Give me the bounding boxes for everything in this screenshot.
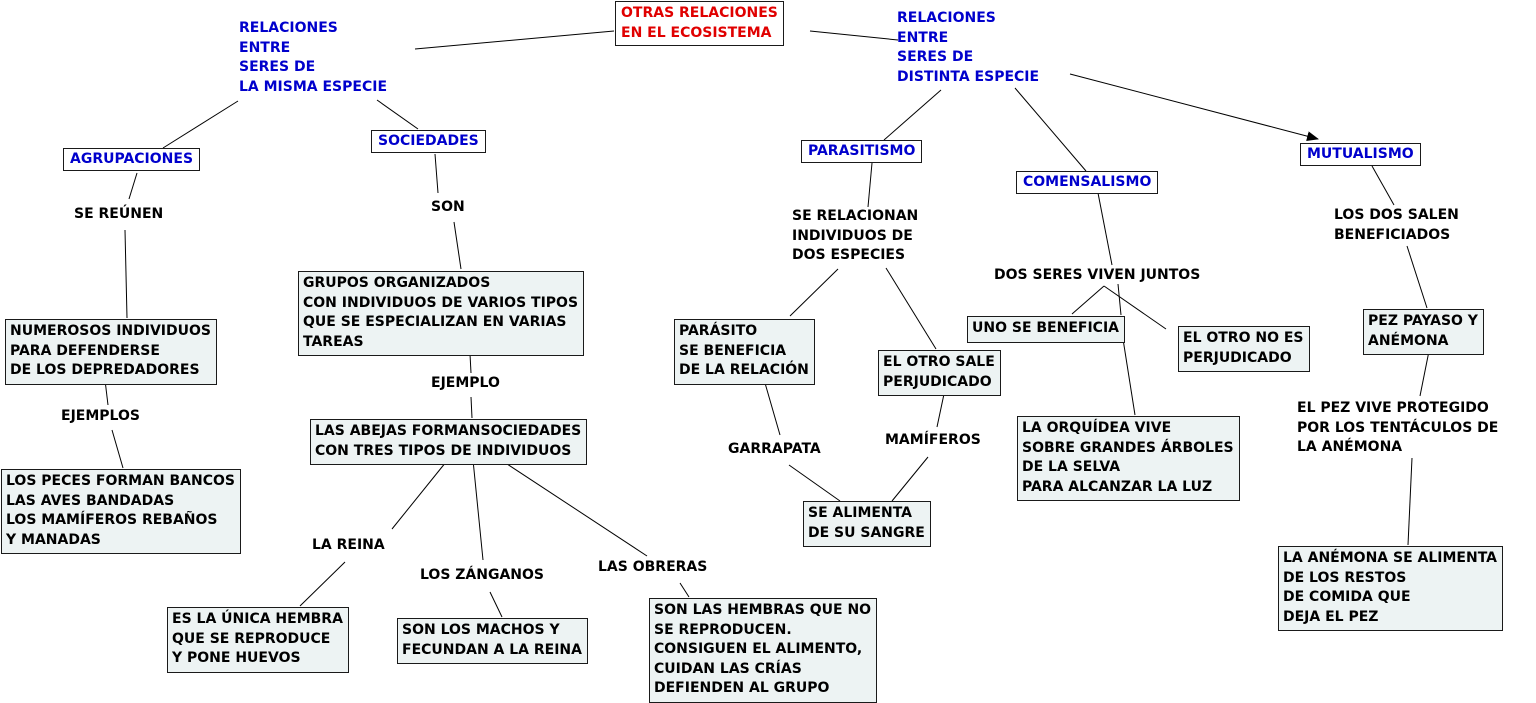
mutualismo-link-label: LOS DOS SALEN BENEFICIADOS — [1334, 207, 1459, 243]
root-concept: OTRAS RELACIONES EN EL ECOSISTEMA — [615, 1, 784, 46]
pez-payaso-node: PEZ PAYASO Y ANÉMONA — [1363, 309, 1484, 355]
different-species-label: RELACIONES ENTRE SERES DE DISTINTA ESPEC… — [897, 10, 1040, 85]
reina-link-label: LA REINA — [312, 537, 385, 553]
same-species-label: RELACIONES ENTRE SERES DE LA MISMA ESPEC… — [239, 20, 388, 95]
obreras-link-label: LAS OBRERAS — [598, 559, 708, 575]
sociedades-link-label: SON — [431, 199, 465, 215]
garrapata-link-label: GARRAPATA — [728, 441, 821, 457]
zanganos-link-label: LOS ZÁNGANOS — [420, 567, 545, 583]
reina-node: ES LA ÚNICA HEMBRA QUE SE REPRODUCE Y PO… — [167, 607, 349, 673]
parasitismo-link-label: SE RELACIONAN INDIVIDUOS DE DOS ESPECIES — [792, 208, 919, 263]
mamiferos-link-label: MAMÍFEROS — [885, 432, 981, 448]
sangre-node: SE ALIMENTA DE SU SANGRE — [803, 501, 931, 547]
agrupaciones-examples-node: LOS PECES FORMAN BANCOS LAS AVES BANDADA… — [1, 469, 241, 554]
pez-protegido-link-label: EL PEZ VIVE PROTEGIDO POR LOS TENTÁCULOS… — [1297, 400, 1499, 455]
orquidea-node: LA ORQUÍDEA VIVE SOBRE GRANDES ÁRBOLES D… — [1017, 416, 1240, 501]
agrupaciones-node: AGRUPACIONES — [63, 148, 201, 171]
agrupaciones-desc-node: NUMEROSOS INDIVIDUOS PARA DEFENDERSE DE … — [5, 319, 217, 385]
no-perjudicado-node: EL OTRO NO ES PERJUDICADO — [1178, 326, 1310, 372]
mutualismo-node: MUTUALISMO — [1300, 143, 1421, 166]
sociedades-desc-node: GRUPOS ORGANIZADOS CON INDIVIDUOS DE VAR… — [298, 271, 585, 356]
comensalismo-node: COMENSALISMO — [1016, 171, 1159, 194]
anemona-node: LA ANÉMONA SE ALIMENTA DE LOS RESTOS DE … — [1278, 546, 1503, 631]
parasitismo-node: PARASITISMO — [801, 140, 923, 163]
beneficia-node: UNO SE BENEFICIA — [967, 316, 1125, 343]
agrupaciones-link-label: SE REÚNEN — [74, 206, 164, 222]
comensalismo-link-label: DOS SERES VIVEN JUNTOS — [994, 267, 1201, 283]
zanganos-node: SON LOS MACHOS Y FECUNDAN A LA REINA — [397, 618, 588, 664]
sociedades-example-link-label: EJEMPLO — [431, 375, 500, 391]
agrupaciones-examples-link-label: EJEMPLOS — [61, 408, 140, 424]
parasito-node: PARÁSITO SE BENEFICIA DE LA RELACIÓN — [674, 319, 815, 385]
sociedades-node: SOCIEDADES — [371, 130, 486, 153]
perjudicado-node: EL OTRO SALE PERJUDICADO — [878, 350, 1001, 396]
obreras-node: SON LAS HEMBRAS QUE NO SE REPRODUCEN. CO… — [649, 598, 878, 703]
sociedades-example-node: LAS ABEJAS FORMANSOCIEDADES CON TRES TIP… — [310, 419, 588, 465]
